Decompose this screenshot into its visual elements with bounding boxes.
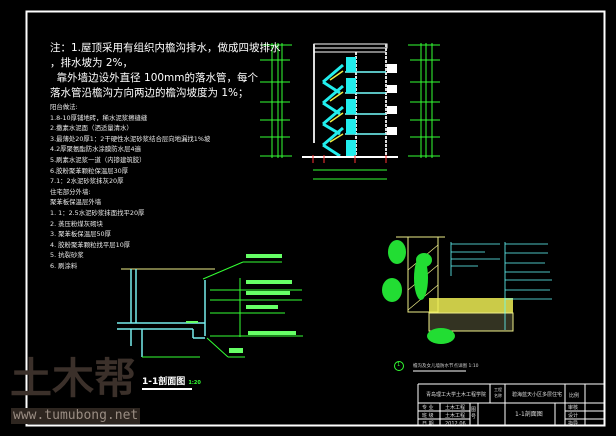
drawing-frame <box>25 10 606 427</box>
parapet-detail <box>117 254 303 390</box>
side-label: 设计 <box>568 413 579 419</box>
left-elevation-strip <box>260 43 292 158</box>
note-line: 5. 抗裂砂浆 <box>50 251 84 260</box>
title-block-lines <box>417 383 605 426</box>
balcony-title: 阳台做法: <box>50 103 78 111</box>
row-label: 班 级 <box>422 413 434 419</box>
row-label: 日 期 <box>422 421 434 427</box>
note-line: 1. 1：2.5水泥砂浆抹面找平20厚 <box>50 208 145 217</box>
watermark-logo: 土木帮 <box>10 354 137 403</box>
note-line: 5.刷素水泥浆一道（内掺建筑胶） <box>50 155 146 164</box>
row-value: 土木工程 <box>445 413 466 419</box>
note-line: 7.1：2水泥砂浆抹灰20厚 <box>50 177 124 186</box>
roof-drainage-notes: 注：1.屋顶采用有组织内檐沟排水，做成四坡排水 ，排水坡为 2%， 靠外墙边设外… <box>50 41 281 101</box>
note-line: 落水管沿檐沟方向两边的檐沟坡度为 1%； <box>50 87 249 99</box>
row-label: 专 业 <box>422 405 434 411</box>
note-line: 1.8-10厚铺地砖，稀水泥浆擦缝缝 <box>50 113 148 122</box>
side-label: 指导 <box>568 421 579 427</box>
row-labels: 专 业 班 级 日 期 <box>422 404 434 428</box>
side-label: 审核 <box>568 405 579 411</box>
note-line: 6.胶粉聚苯颗粒保温层30厚 <box>50 166 129 175</box>
note-line: 2.撒素水泥面（洒适量清水） <box>50 124 133 133</box>
note-line: 3. 聚苯板保温层50厚 <box>50 230 111 239</box>
row-values: 土木工程 土木工程 2012.06 <box>445 404 466 428</box>
detail-scale: 1:10 <box>468 364 479 369</box>
row-value: 土木工程 <box>445 405 466 411</box>
note-line: 6. 刷涂料 <box>50 261 78 270</box>
detail-number: 1 <box>397 362 401 368</box>
note-line: 3.最薄处20厚1：2干硬性水泥砂浆结合层向地漏找1%坡 <box>50 134 211 143</box>
right-detail-title: 檐沟及女儿墙防水节点详图 1:10 <box>413 363 479 369</box>
note-line: 4. 胶粉聚苯颗粒找平层10厚 <box>50 240 131 249</box>
right-elevation-strip <box>408 43 440 158</box>
project-name: 碧海蓝天小区多层住宅 <box>512 392 563 398</box>
gutter-detail <box>382 236 552 372</box>
note-line: 4.2厚聚氨酯防水涂膜防水层4遍 <box>50 145 141 154</box>
note-line: ，排水坡为 2%， <box>50 57 133 69</box>
school-name: 青岛理工大学土木工程学院 <box>426 392 487 398</box>
detail-title-text: 檐沟及女儿墙防水节点详图 <box>413 364 467 369</box>
construction-notes: 阳台做法: 1.8-10厚铺地砖，稀水泥浆擦缝缝 2.撒素水泥面（洒适量清水） … <box>50 102 210 272</box>
scale-label: 比例 <box>569 393 580 399</box>
drawing-name: 1-1剖面图 <box>515 411 543 418</box>
detail-scale: 1:20 <box>188 380 201 386</box>
note-line: 注：1.屋顶采用有组织内檐沟排水，做成四坡排水 <box>50 42 281 54</box>
project-label: 工程名称 <box>494 387 502 398</box>
wall-title: 住宅部分外墙: <box>50 187 91 196</box>
sheet-label: 图 号 <box>471 407 477 420</box>
wall-subtitle: 聚苯板保温层外墙 <box>50 198 102 207</box>
row-value: 2012.06 <box>445 421 466 427</box>
left-detail-title: 1-1剖面图 1:20 <box>142 376 201 389</box>
side-labels: 审核 设计 指导 <box>568 404 578 428</box>
watermark-url: www.tumubong.net <box>11 408 141 424</box>
note-line: 2. 蒸压粉煤灰砌块 <box>50 219 103 228</box>
building-section <box>302 43 398 180</box>
detail-title-text: 1-1剖面图 <box>142 377 186 387</box>
note-line: 靠外墙边设外直径 100mm的落水管，每个 <box>50 72 259 84</box>
